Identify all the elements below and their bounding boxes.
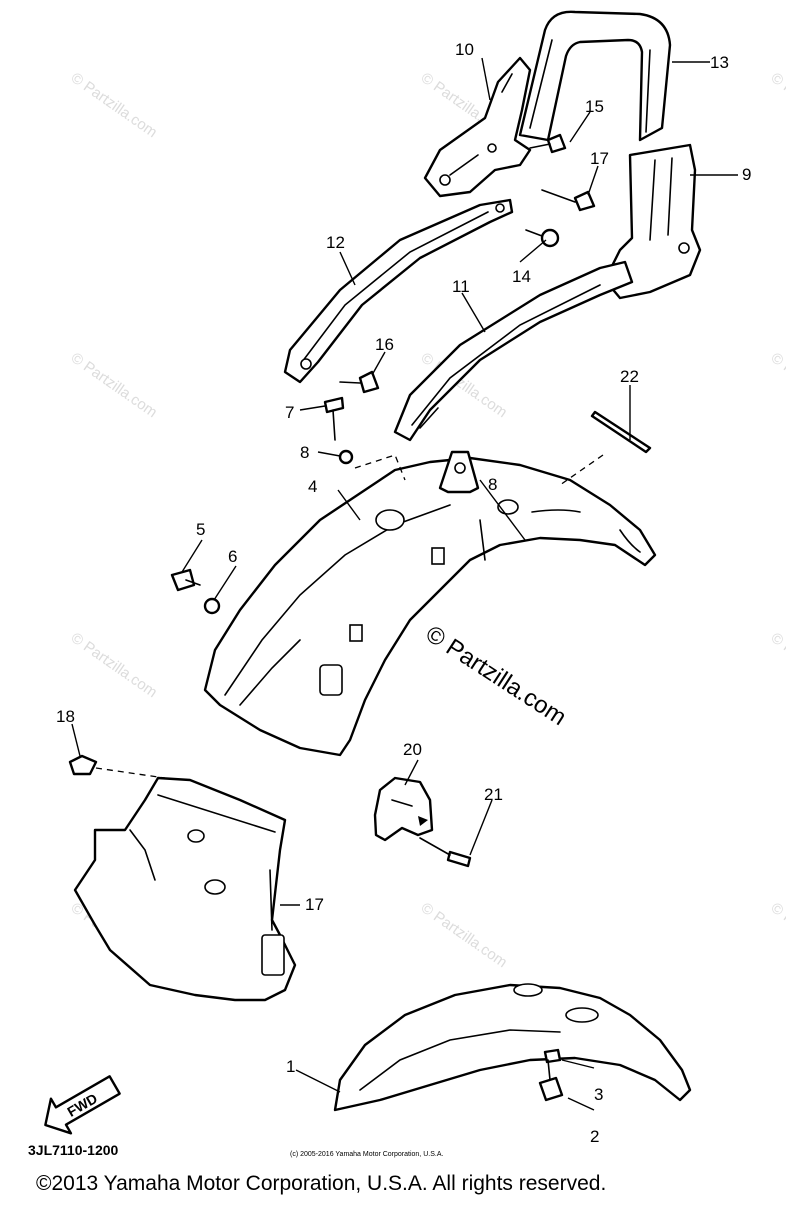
part-1-front-fender — [333, 983, 692, 1112]
label-10: 10 — [455, 40, 474, 59]
label-6: 6 — [228, 547, 237, 566]
label-19: 18 — [56, 707, 75, 726]
hardware — [68, 133, 596, 1102]
drawing-code: 3JL7110-1200 — [28, 1142, 119, 1158]
label-11: 11 — [452, 277, 470, 296]
label-1: 1 — [286, 1057, 295, 1076]
part-10-left-bracket — [423, 56, 532, 198]
label-3: 3 — [594, 1085, 603, 1104]
leader-lines — [71, 57, 738, 1111]
label-17: 17 — [590, 149, 609, 168]
label-20: 20 — [403, 740, 422, 759]
label-4: 4 — [308, 477, 317, 496]
part-22-label — [590, 410, 652, 454]
label-8: 8 — [300, 443, 309, 462]
watermark: © Partzilla.com — [768, 899, 786, 971]
label-13: 13 — [710, 53, 729, 72]
part-18-inner-fender — [73, 776, 297, 1002]
watermark: © Partzilla.com — [768, 349, 786, 421]
small-copyright: (c) 2005-2016 Yamaha Motor Corporation, … — [290, 1151, 443, 1158]
watermark: © Partzilla.com — [68, 69, 161, 141]
label-15: 15 — [585, 97, 604, 116]
label-21: 21 — [484, 785, 503, 804]
watermark-center: © Partzilla.com — [421, 620, 571, 731]
watermark: © Partzilla.com — [768, 69, 786, 141]
watermark: © Partzilla.com — [418, 899, 511, 971]
part-numbers: 10 13 15 17 9 12 14 11 16 22 7 8 8 4 5 6… — [56, 40, 751, 1146]
watermark: © Partzilla.com — [68, 349, 161, 421]
part-4-rear-fender — [203, 450, 657, 757]
label-7: 7 — [285, 403, 294, 422]
label-22: 22 — [620, 367, 639, 386]
label-8b: 8 — [488, 475, 497, 494]
label-2: 2 — [590, 1127, 599, 1146]
part-11-right-rail — [393, 260, 634, 442]
watermark: © Partzilla.com — [68, 629, 161, 701]
footer-copyright: ©2013 Yamaha Motor Corporation, U.S.A. A… — [36, 1172, 606, 1195]
part-12-left-rail — [283, 198, 514, 384]
label-12: 12 — [326, 233, 345, 252]
label-16: 16 — [375, 335, 394, 354]
part-9-right-bracket — [603, 143, 702, 300]
part-13-grab-bar — [518, 10, 672, 142]
fwd-arrow: FWD — [44, 1075, 121, 1135]
label-5: 5 — [196, 520, 205, 539]
part-20-bracket — [373, 776, 434, 842]
label-9: 9 — [742, 165, 751, 184]
label-18: 17 — [305, 895, 324, 914]
label-14: 14 — [512, 267, 531, 286]
watermark: © Partzilla.com — [768, 629, 786, 701]
